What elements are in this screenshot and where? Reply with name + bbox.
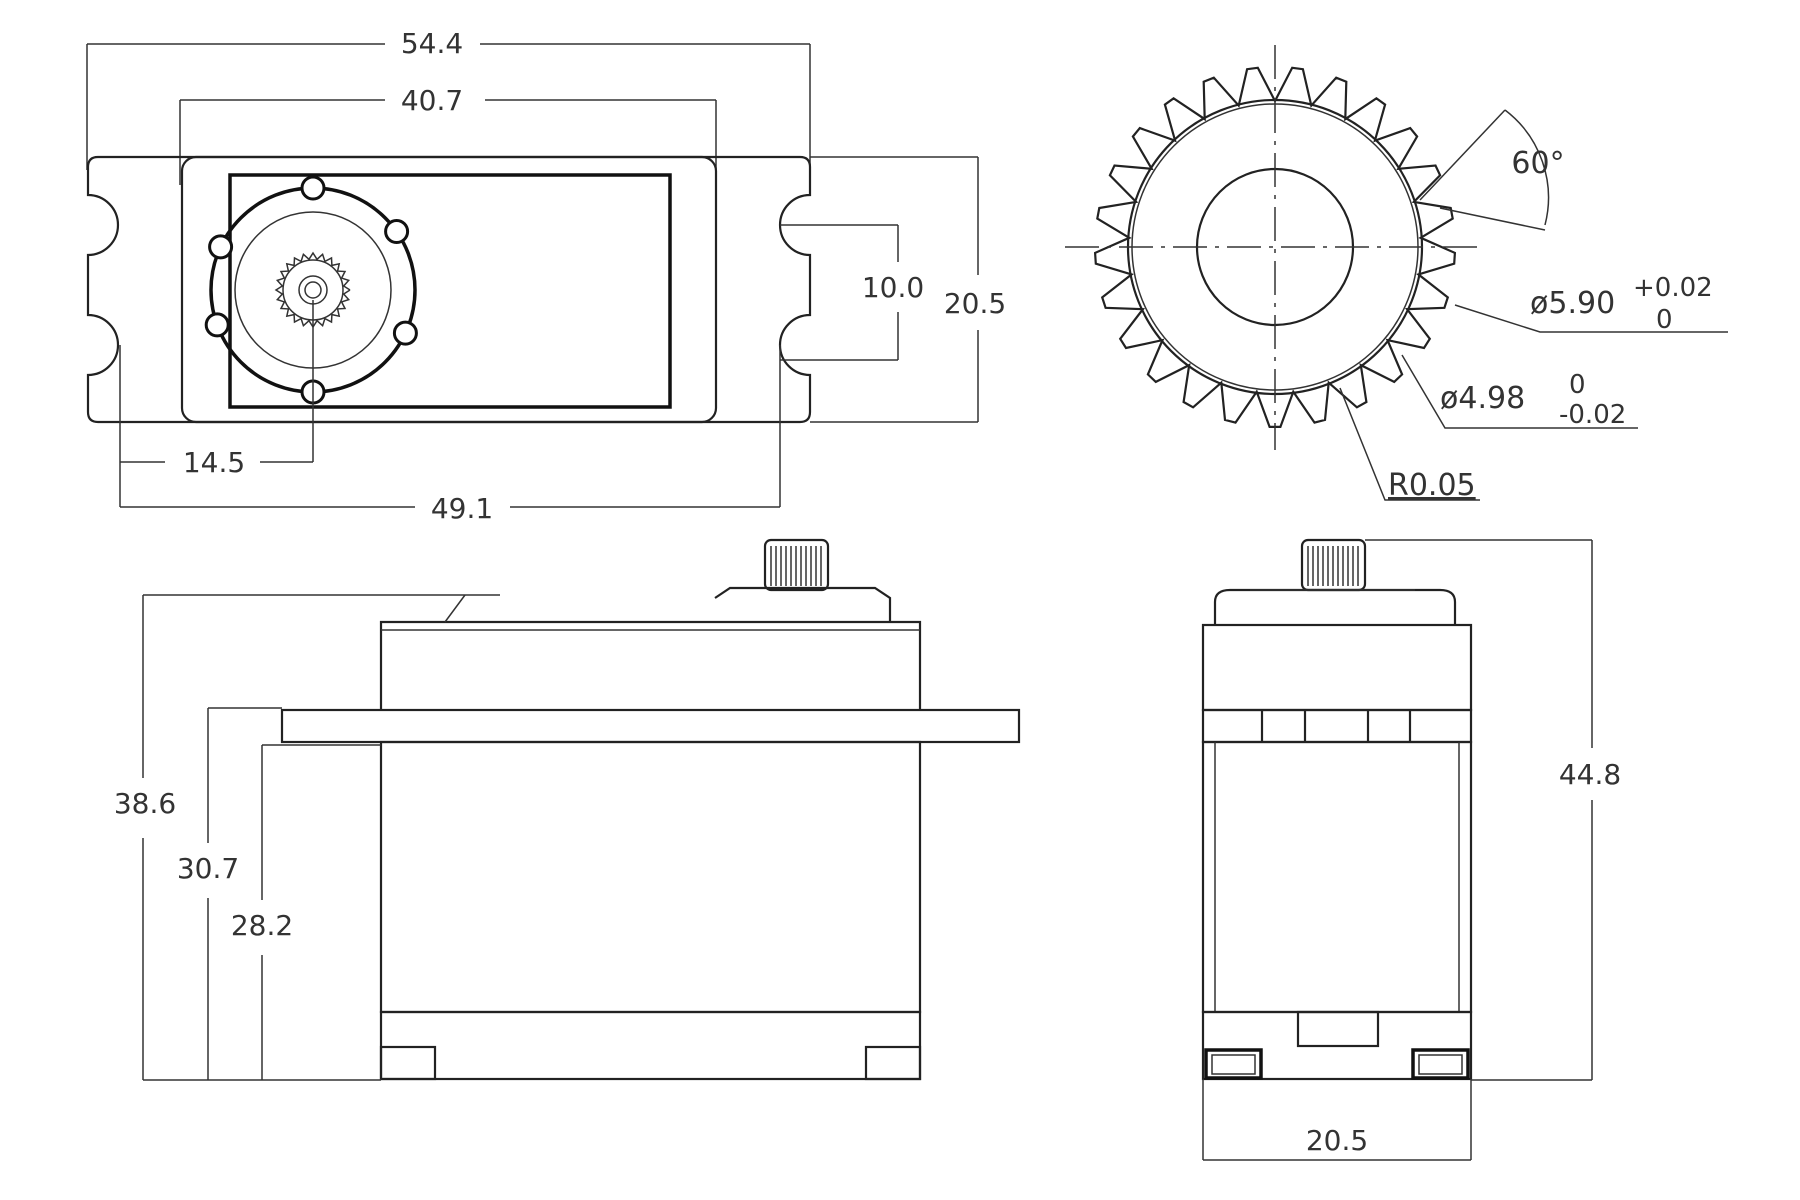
side-flange	[280, 708, 1021, 744]
end-middle-case	[1201, 740, 1473, 1014]
dim-hole-center-distance: 49.1	[431, 492, 493, 525]
dim-end-width: 20.5	[1306, 1124, 1368, 1157]
gear-angle: 60°	[1511, 146, 1564, 181]
dim-overall-length: 54.4	[401, 27, 463, 60]
end-spline	[1307, 546, 1359, 586]
side-view: 38.6 30.7 28.2	[114, 538, 1021, 1081]
end-view: 44.8 20.5	[1201, 538, 1621, 1161]
output-spline-top	[274, 251, 351, 329]
end-upper-case	[1201, 623, 1473, 712]
dim-flange-lower-height: 28.2	[231, 909, 293, 942]
housing-notches	[204, 175, 418, 405]
dim-overall-width: 20.5	[944, 287, 1006, 320]
side-output-shaft	[763, 538, 830, 592]
housing-notch	[392, 320, 418, 346]
gear-inner-tol-lower: -0.02	[1559, 400, 1626, 430]
gear-tip-radius: R0.05	[1388, 468, 1476, 503]
housing-notch	[208, 234, 234, 260]
housing-notch	[204, 312, 230, 338]
dim-total-height: 38.6	[114, 787, 176, 820]
end-top-cap	[1213, 588, 1457, 625]
side-bottom-case	[379, 1010, 922, 1081]
dim-shaft-offset: 14.5	[183, 446, 245, 479]
gear-inner-tol-upper: 0	[1569, 370, 1586, 400]
case-outline	[180, 155, 718, 424]
gear-outer-diameter: ø5.90	[1530, 286, 1615, 321]
end-flange-band	[1201, 708, 1473, 744]
gear-detail: 60° ø5.90 +0.02 0 ø4.98 0 -0.02 R0.05	[1065, 45, 1728, 503]
gear-inner-diameter: ø4.98	[1440, 381, 1525, 416]
mounting-flange	[86, 155, 812, 424]
side-top-case	[379, 620, 922, 710]
gear-inner-circle	[1195, 167, 1355, 327]
side-spline	[770, 546, 822, 586]
spline-teeth	[274, 251, 351, 329]
gear-outer-tol-upper: +0.02	[1633, 273, 1713, 303]
side-middle-case	[379, 740, 922, 1014]
housing-notch	[384, 219, 410, 244]
housing-notch	[300, 175, 326, 201]
top-view: 54.4 40.7 10.0 20.5 14.5 49.1	[86, 27, 1006, 525]
dim-flange-upper-height: 30.7	[177, 852, 239, 885]
dim-hole-spacing: 10.0	[862, 271, 924, 304]
top-cover	[228, 173, 672, 409]
dim-end-height: 44.8	[1559, 758, 1621, 791]
dim-body-length: 40.7	[401, 84, 463, 117]
gear-outer-tol-lower: 0	[1656, 305, 1673, 335]
